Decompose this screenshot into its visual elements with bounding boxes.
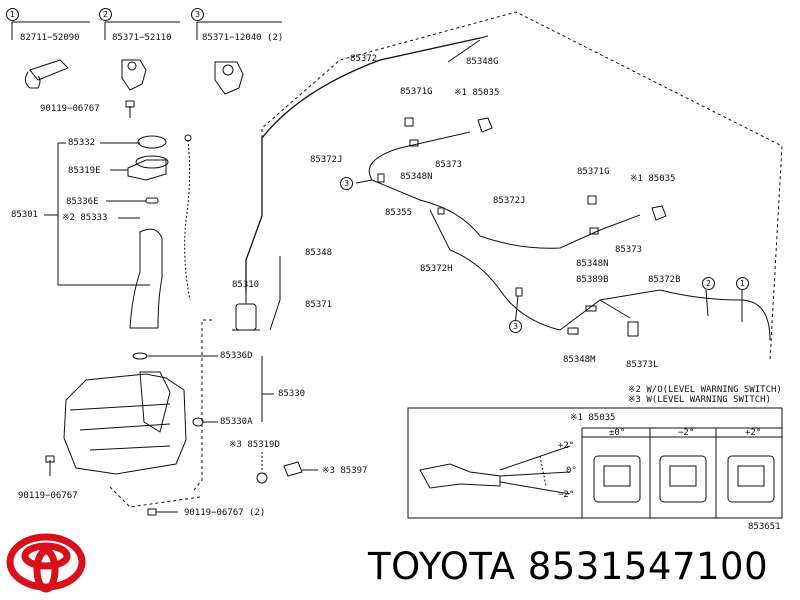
detail-title: ※1 85035 bbox=[570, 413, 616, 423]
level-gauge-rod bbox=[184, 139, 191, 301]
note-2: ※2 W/O(LEVEL WARNING SWITCH) bbox=[628, 385, 782, 395]
callout-circle-1: 1 bbox=[6, 8, 19, 21]
label-85348n-b: 85348N bbox=[576, 259, 609, 269]
label-85348g: 85348G bbox=[466, 57, 499, 67]
label-85371: 85371 bbox=[305, 300, 333, 310]
label-85035-a: ※1 85035 bbox=[454, 88, 500, 98]
callout-circle-3c: 3 bbox=[509, 320, 522, 333]
connector-1-shape bbox=[29, 59, 69, 81]
callout-circle-2: 2 bbox=[99, 8, 112, 21]
label-85372b: 85372B bbox=[648, 275, 681, 285]
strainer-85319e bbox=[127, 159, 167, 181]
label-85035-b: ※1 85035 bbox=[630, 174, 676, 184]
label-85372: 85372 bbox=[350, 54, 378, 64]
label-85330a: 85330A bbox=[220, 417, 253, 427]
filler-neck bbox=[129, 228, 163, 329]
label-85371-12040: 85371−12040 (2) bbox=[202, 33, 284, 43]
label-85332: 85332 bbox=[68, 138, 96, 148]
detail-col-0: ±0° bbox=[609, 428, 626, 438]
label-85333: ※2 85333 bbox=[62, 213, 108, 223]
detail-col-plus2: +2° bbox=[745, 428, 762, 438]
label-82711: 82711−52090 bbox=[20, 33, 80, 43]
label-85310: 85310 bbox=[232, 280, 260, 290]
label-85372j-b: 85372J bbox=[493, 196, 526, 206]
clip-3-shape bbox=[214, 61, 244, 95]
washer-tank-85315 bbox=[63, 373, 187, 475]
label-85371-52110: 85371−52110 bbox=[112, 33, 172, 43]
label-85373l: 85373L bbox=[626, 360, 659, 370]
callout-circle-2b: 2 bbox=[702, 277, 715, 290]
label-85319d: ※3 85319D bbox=[229, 440, 280, 450]
clip-2-shape bbox=[121, 59, 147, 91]
label-85372h: 85372H bbox=[420, 264, 453, 274]
label-85373-a: 85373 bbox=[435, 160, 463, 170]
callout-circle-3b: 3 bbox=[340, 177, 353, 190]
label-90119-b: 90119−06767 bbox=[18, 491, 78, 501]
nozzle-detail-box bbox=[407, 407, 783, 519]
label-85355: 85355 bbox=[385, 208, 413, 218]
detail-angle-zero: 0° bbox=[566, 466, 577, 476]
cap-85332 bbox=[137, 135, 167, 149]
label-90119-c: 90119−06767 (2) bbox=[184, 508, 266, 518]
detail-angle-minus: −2° bbox=[558, 490, 575, 500]
label-85348n-a: 85348N bbox=[400, 172, 433, 182]
toyota-logo bbox=[6, 533, 86, 593]
label-85371g-a: 85371G bbox=[400, 87, 433, 97]
diagram-code: 853651 bbox=[748, 522, 781, 532]
label-85336d: 85336D bbox=[220, 351, 253, 361]
part-number-title: TOYOTA 8531547100 bbox=[368, 545, 769, 588]
label-90119-a: 90119−06767 bbox=[40, 104, 100, 114]
label-85348: 85348 bbox=[305, 248, 333, 258]
label-85319e: 85319E bbox=[68, 166, 101, 176]
label-85371g-b: 85371G bbox=[577, 167, 610, 177]
callout-circle-1b: 1 bbox=[736, 277, 749, 290]
label-85373-b: 85373 bbox=[615, 245, 643, 255]
label-85348m: 85348M bbox=[563, 355, 596, 365]
switch-85397 bbox=[283, 461, 303, 477]
label-85397: ※3 85397 bbox=[322, 466, 368, 476]
label-85330: 85330 bbox=[278, 389, 306, 399]
label-85389b: 85389B bbox=[576, 275, 609, 285]
pump-85310 bbox=[235, 303, 257, 331]
label-85336e: 85336E bbox=[66, 197, 99, 207]
note-3: ※3 W(LEVEL WARNING SWITCH) bbox=[628, 395, 772, 405]
label-85372j-a: 85372J bbox=[310, 155, 343, 165]
detail-angle-plus: +2° bbox=[558, 441, 575, 451]
label-85301: 85301 bbox=[11, 210, 39, 220]
detail-col-minus2: −2° bbox=[678, 428, 695, 438]
callout-circle-3: 3 bbox=[191, 8, 204, 21]
hose-85371 bbox=[269, 256, 281, 331]
